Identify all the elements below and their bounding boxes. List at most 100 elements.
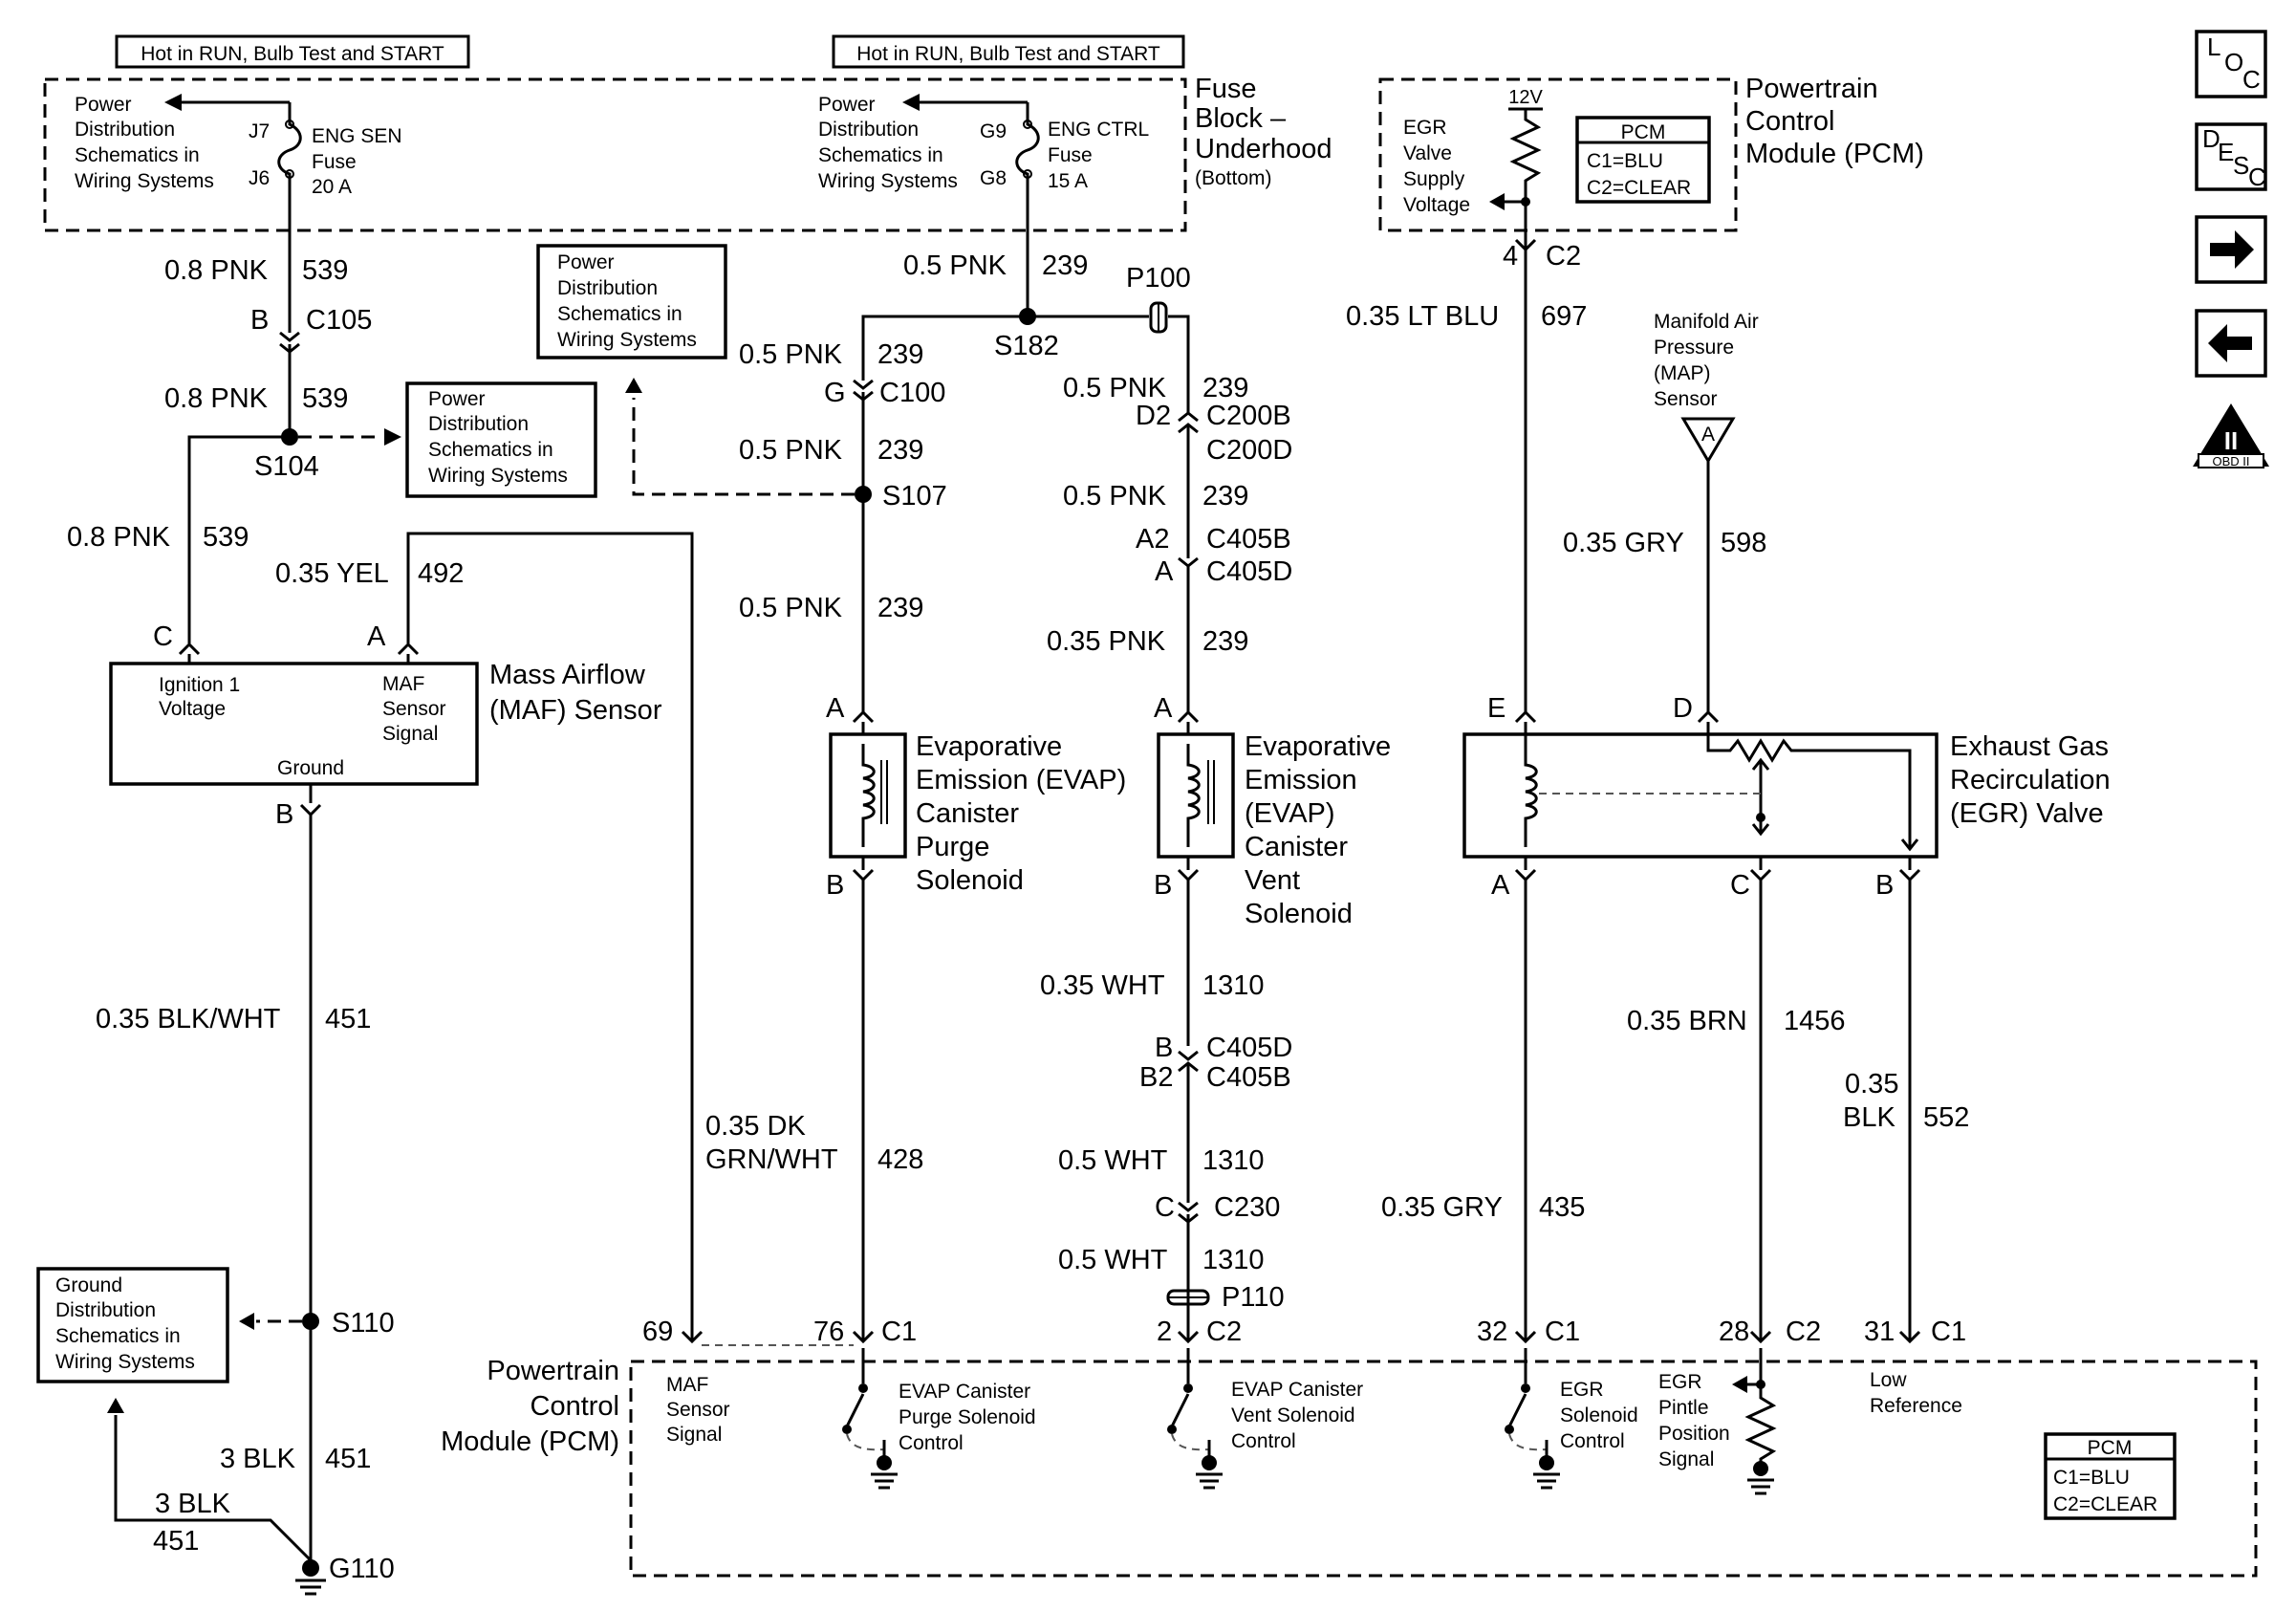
svg-text:Solenoid: Solenoid [1560,1404,1638,1426]
prev-arrow-icon[interactable] [2195,309,2267,378]
s104-ref-arrowhead [384,428,401,446]
wire-239-purge-gauge: 0.5 PNK [739,593,843,623]
svg-text:Schematics in: Schematics in [75,144,200,166]
s110-ref-arrowhead [239,1313,254,1330]
svg-text:32: 32 [1477,1317,1507,1347]
svg-text:(Bottom): (Bottom) [1195,167,1272,189]
svg-text:Evaporative: Evaporative [1245,731,1391,762]
wire-239-to-vent [1168,315,1190,413]
wire-435-circuit: 435 [1539,1192,1585,1223]
svg-text:Module (PCM): Module (PCM) [441,1426,619,1457]
svg-text:(EVAP): (EVAP) [1245,798,1335,829]
loc-icon[interactable]: L O C [2195,30,2267,98]
svg-text:31: 31 [1864,1317,1895,1347]
wire-451-c-circuit: 451 [153,1526,199,1557]
svg-text:EVAP Canister: EVAP Canister [1231,1379,1363,1401]
svg-text:Wiring Systems: Wiring Systems [75,170,214,192]
pcm-bottom-title: Powertrain Control Module (PCM) [441,1356,619,1457]
svg-text:C1: C1 [1931,1317,1966,1347]
svg-text:Schematics in: Schematics in [55,1325,181,1347]
wire-239-top-gauge: 0.5 PNK [903,250,1007,281]
p100-pass-through: P100 [1126,263,1191,334]
wire-1310-c-gauge: 0.5 WHT [1058,1245,1168,1275]
wire-451-b-circuit: 451 [325,1444,371,1474]
pd-left-arrowhead [164,94,182,111]
svg-text:Power: Power [75,94,132,116]
svg-text:(MAP): (MAP) [1654,362,1711,384]
wire-239-purge-circuit: 239 [877,593,923,623]
pcm-egr-pintle: EGR Pintle Position Signal [1658,1348,1777,1495]
svg-text:Control: Control [531,1391,620,1422]
pcm-top-outline [1378,77,1738,232]
ground-g110: G110 [295,1554,395,1596]
egr-valve: E D A C B Exhaust Gas Recirculation (EGR… [1462,693,2111,901]
svg-text:Underhood: Underhood [1195,134,1332,164]
svg-text:Hot in RUN, Bulb Test and STAR: Hot in RUN, Bulb Test and START [856,43,1160,65]
svg-text:Distribution: Distribution [55,1299,156,1321]
svg-text:J7: J7 [249,120,270,142]
svg-text:Purge Solenoid: Purge Solenoid [899,1406,1036,1428]
pcm-low-reference: Low Reference [1870,1369,1962,1417]
svg-text:C200D: C200D [1206,435,1292,466]
svg-text:A2: A2 [1136,524,1169,555]
svg-text:D: D [1673,693,1693,724]
wire-492-maf-signal [406,532,694,1341]
pcm-term-32 [1514,1330,1537,1344]
svg-text:Signal: Signal [1658,1448,1714,1470]
svg-text:Distribution: Distribution [818,119,919,141]
svg-text:C: C [153,621,173,652]
wire-552-gauge-l1: 0.35 [1845,1069,1898,1099]
svg-text:Fuse: Fuse [1048,144,1093,166]
connector-c105: B C105 [250,305,372,354]
pcm-top-pin-4: 4 [1503,241,1518,272]
svg-text:C405D: C405D [1206,1033,1292,1063]
wire-239-a2-circuit: 239 [1202,481,1248,512]
wire-435-gauge: 0.35 GRY [1381,1192,1503,1223]
obd-ii-icon[interactable]: II OBD II [2193,403,2269,468]
svg-text:Signal: Signal [382,723,438,745]
splice-s107: S107 [882,481,947,512]
svg-text:Vent Solenoid: Vent Solenoid [1231,1404,1355,1426]
wire-539-a-circuit: 539 [302,255,348,286]
splice-s110-dot [302,1313,319,1330]
wire-539-c-gauge: 0.8 PNK [67,522,171,553]
pcm-maf-signal-label: MAF Sensor Signal [666,1374,730,1446]
svg-text:Control: Control [1745,106,1835,137]
fuse-block-pd-left: Power Distribution Schematics in Wiring … [75,94,214,192]
svg-text:Supply: Supply [1403,168,1465,190]
next-arrow-icon[interactable] [2195,215,2267,284]
svg-text:C: C [1730,870,1750,901]
svg-text:Distribution: Distribution [428,413,529,435]
svg-text:Distribution: Distribution [75,119,175,141]
svg-text:Schematics in: Schematics in [557,303,682,325]
wire-539-to-maf [187,435,290,643]
svg-text:Solenoid: Solenoid [916,865,1024,896]
connector-c100: G C100 [824,378,945,408]
svg-text:Wiring Systems: Wiring Systems [55,1351,195,1373]
desc-icon[interactable]: D E S C [2195,122,2267,191]
svg-text:Recirculation: Recirculation [1950,765,2111,795]
svg-text:Evaporative: Evaporative [916,731,1062,762]
svg-text:Low: Low [1870,1369,1907,1391]
svg-text:B: B [1155,1033,1173,1063]
svg-text:G110: G110 [329,1554,395,1584]
svg-text:Pintle: Pintle [1658,1397,1709,1419]
hot-note-left: Hot in RUN, Bulb Test and START [115,34,470,69]
fuse-block-outline [43,77,1187,232]
svg-text:P100: P100 [1126,263,1191,294]
pcm-term-31 [1898,1330,1921,1344]
wire-239-d2-gauge: 0.5 PNK [1063,373,1167,403]
evap-purge-solenoid: A B Evaporative Emission (EVAP) Canister… [826,693,1126,901]
svg-text:MAF: MAF [382,673,424,695]
svg-text:OBD II: OBD II [2212,454,2249,468]
fuse-block-pd-mid: Power Distribution Schematics in Wiring … [818,94,958,192]
pcm-bottom-legend: PCM C1=BLU C2=CLEAR [2044,1432,2177,1520]
svg-text:C: C [2242,65,2261,94]
svg-text:Sensor: Sensor [666,1399,730,1421]
svg-text:B: B [1875,870,1894,901]
svg-text:Power: Power [818,94,876,116]
wire-1456-gauge: 0.35 BRN [1627,1006,1747,1036]
connector-c405-top: A2 A C405B C405D [1136,524,1292,587]
svg-text:Mass Airflow: Mass Airflow [489,660,646,690]
pcm-term-69 [681,1330,704,1344]
